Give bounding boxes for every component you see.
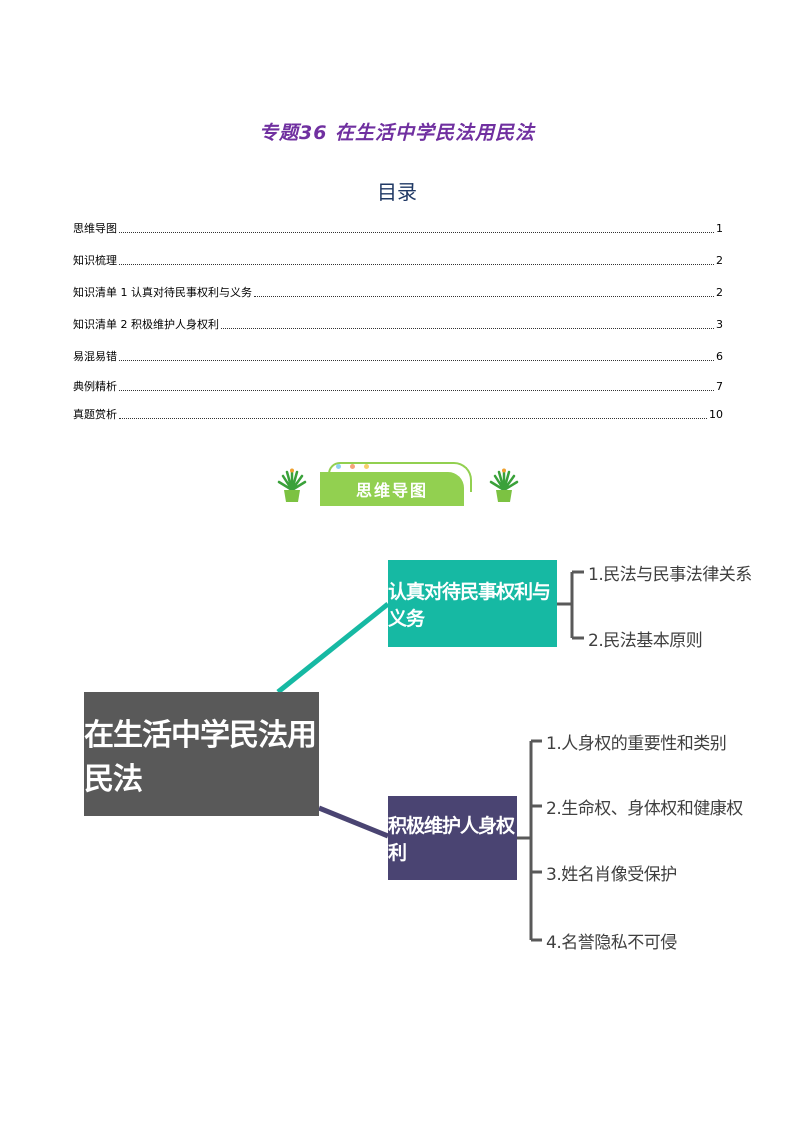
mind-map-leaf: 2.生命权、身体权和健康权 [546, 799, 743, 819]
toc-entry-mind-map[interactable]: 思维导图 1 [73, 218, 723, 236]
toc-leader-dots [119, 264, 714, 265]
mind-map-branch-rights-duties: 认真对待民事权利与义务 [388, 560, 557, 647]
potted-plant-icon [489, 468, 519, 502]
banner-dot [350, 464, 355, 469]
toc-entry-label: 知识梳理 [73, 254, 117, 267]
toc-entry-checklist-1[interactable]: 知识清单 1 认真对待民事权利与义务 2 [73, 282, 723, 300]
toc-entry-page: 7 [716, 380, 723, 393]
toc-heading: 目录 [377, 180, 417, 204]
toc-entry-page: 3 [716, 318, 723, 331]
toc-entry-label: 知识清单 1 认真对待民事权利与义务 [73, 286, 252, 299]
document-title: 专题36 在生活中学民法用民法 [258, 122, 536, 144]
banner-dot [364, 464, 369, 469]
banner-dot [336, 464, 341, 469]
toc-entry-common-errors[interactable]: 易混易错 6 [73, 346, 723, 364]
toc-entry-label: 思维导图 [73, 222, 117, 235]
mind-map-root: 在生活中学民法用民法 [84, 692, 319, 816]
toc-leader-dots [119, 360, 714, 361]
toc-leader-dots [119, 232, 714, 233]
section-banner: 思维导图 [320, 462, 472, 508]
mind-map-leaf: 3.姓名肖像受保护 [546, 865, 677, 885]
mind-map-leaf: 1.人身权的重要性和类别 [546, 734, 727, 754]
toc-leader-dots [254, 296, 714, 297]
toc-entry-label: 易混易错 [73, 350, 117, 363]
toc-entry-examples[interactable]: 典例精析 7 [73, 376, 723, 394]
toc-entry-label: 知识清单 2 积极维护人身权利 [73, 318, 219, 331]
mind-map-branch-personal-rights: 积极维护人身权利 [388, 796, 517, 880]
toc-entry-page: 10 [709, 408, 723, 421]
toc-leader-dots [119, 390, 714, 391]
toc-entry-page: 2 [716, 286, 723, 299]
toc-entry-label: 真题赏析 [73, 408, 117, 421]
toc-entry-label: 典例精析 [73, 380, 117, 393]
toc-leader-dots [221, 328, 714, 329]
toc-entry-page: 2 [716, 254, 723, 267]
toc-entry-page: 1 [716, 222, 723, 235]
mind-map-leaf: 2.民法基本原则 [588, 631, 703, 651]
potted-plant-icon [277, 468, 307, 502]
mind-map-leaf: 4.名誉隐私不可侵 [546, 933, 677, 953]
toc-entry-page: 6 [716, 350, 723, 363]
toc-entry-real-exam[interactable]: 真题赏析 10 [73, 404, 723, 422]
banner-label: 思维导图 [320, 472, 464, 506]
toc-leader-dots [119, 418, 707, 419]
toc-entry-checklist-2[interactable]: 知识清单 2 积极维护人身权利 3 [73, 314, 723, 332]
toc-entry-knowledge-review[interactable]: 知识梳理 2 [73, 250, 723, 268]
mind-map-leaf: 1.民法与民事法律关系 [588, 565, 752, 585]
